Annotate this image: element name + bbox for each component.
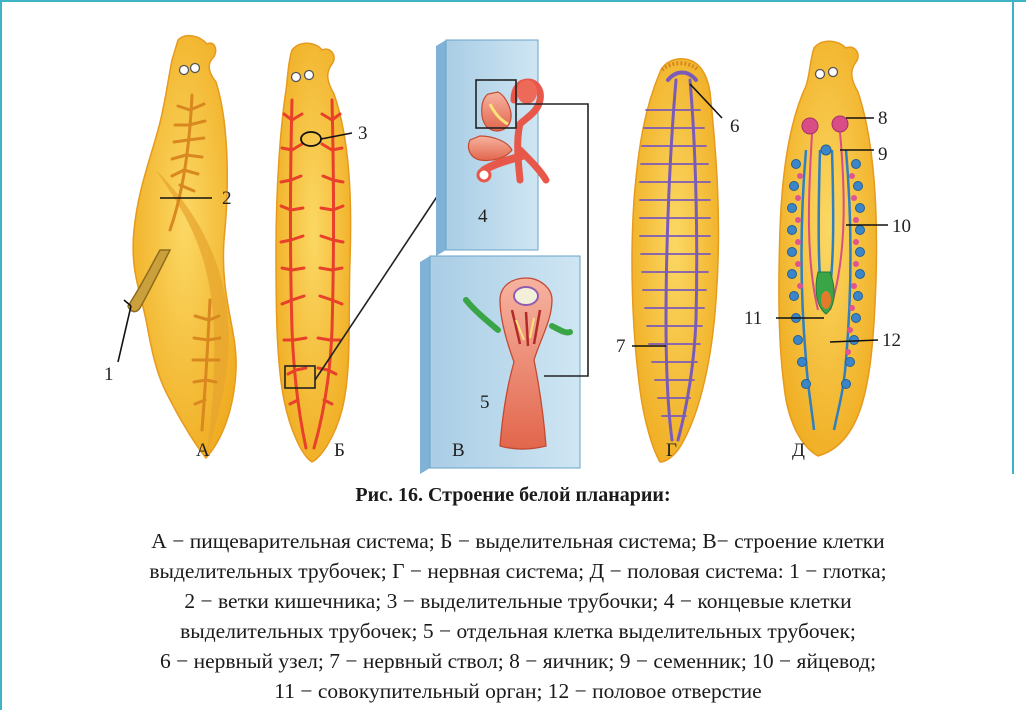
eye-spot-d2: [829, 68, 838, 77]
panel-letter-d: Д: [792, 440, 805, 461]
planaria-diagram: 1 2 А 3 Б: [0, 0, 1026, 480]
label-10: 10: [892, 216, 911, 237]
legend-line-2: выделительных трубочек; Г − нервная сист…: [20, 556, 1016, 586]
legend-line-5: 6 − нервный узел; 7 − нервный ствол; 8 −…: [20, 646, 1016, 676]
label-3: 3: [358, 123, 368, 144]
label-12: 12: [882, 330, 901, 351]
figure-legend: А − пищеварительная система; Б − выделит…: [20, 526, 1016, 706]
panel-a-digestive: 1 2 А: [104, 36, 236, 461]
label-1: 1: [104, 364, 114, 385]
label-2: 2: [222, 188, 232, 209]
label-8: 8: [878, 108, 888, 129]
eye-spot-a2: [191, 64, 200, 73]
upper-box-side: [436, 40, 446, 256]
label-7: 7: [616, 336, 626, 357]
panel-letter-a: А: [196, 440, 210, 461]
leader-line-1: [118, 306, 131, 362]
label-11: 11: [744, 308, 762, 329]
legend-line-1: А − пищеварительная система; Б − выделит…: [20, 526, 1016, 556]
eye-spot-a1: [180, 66, 189, 75]
planaria-body-b: [276, 43, 351, 462]
lower-box-side: [420, 256, 430, 474]
panel-letter-g: Г: [666, 440, 677, 461]
label-9: 9: [878, 144, 888, 165]
panel-v-cell: 4 5 В: [420, 40, 588, 474]
legend-line-3: 2 − ветки кишечника; 3 − выделительные т…: [20, 586, 1016, 616]
label-5: 5: [480, 392, 490, 413]
eye-spot-d1: [816, 70, 825, 79]
panel-g-nervous: 6 7 Г: [616, 59, 740, 462]
legend-line-6: 11 − совокупительный орган; 12 − половое…: [20, 676, 1016, 706]
eye-spot-b2: [305, 71, 314, 80]
eye-spot-b1: [292, 73, 301, 82]
planaria-body-g: [632, 59, 718, 462]
panel-d-reproductive: 8 9 10 11 12 Д: [744, 41, 911, 461]
legend-line-4: выделительных трубочек; 5 − отдельная кл…: [20, 616, 1016, 646]
panel-letter-v: В: [452, 440, 465, 461]
panel-letter-b: Б: [334, 440, 345, 461]
label-4: 4: [478, 206, 488, 227]
label-6: 6: [730, 116, 740, 137]
figure-caption-title: Рис. 16. Строение белой планарии:: [0, 484, 1026, 507]
